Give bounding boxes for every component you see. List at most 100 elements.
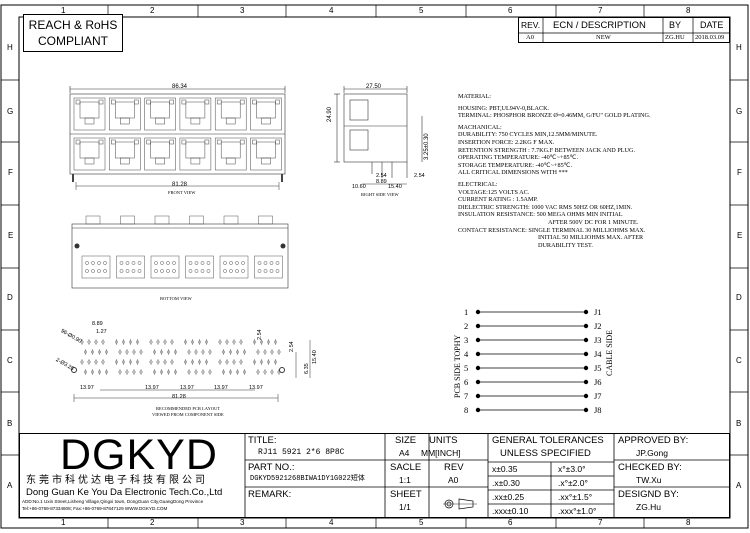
grid-col-label: 7 <box>598 518 603 527</box>
pcb-layout-drawing <box>71 339 311 402</box>
jack-led <box>181 139 187 145</box>
by-header: BY <box>669 20 682 30</box>
jack-port <box>250 97 282 131</box>
pcb-dim-1: 8.89 <box>92 321 103 327</box>
bottom-jack-footprint <box>150 255 180 279</box>
side-dim-bot-a: 10.60 <box>352 184 366 190</box>
jack-pin-label: J6 <box>594 377 602 387</box>
mechanical-title: MACHANICAL: <box>458 123 502 131</box>
material-title: MATERIAL: <box>458 93 491 100</box>
pin-hole <box>137 261 142 265</box>
grid-col-label: 6 <box>508 518 513 527</box>
pin-hole <box>119 269 124 273</box>
grid-row-label: C <box>7 356 13 365</box>
pcb-pin-label: 1 <box>464 307 469 317</box>
pin-hole <box>194 261 199 265</box>
ecn-value: NEW <box>596 34 611 41</box>
grid-col-label: 2 <box>150 6 155 15</box>
jack-led <box>216 99 222 105</box>
jack-latch <box>155 157 165 165</box>
grid-row-label: E <box>737 231 743 240</box>
grid-row-label: B <box>7 419 13 428</box>
pin-hole <box>125 261 130 265</box>
front-view-label: FRONT VIEW <box>168 190 196 195</box>
pin-hole <box>235 261 239 265</box>
bottom-jack-footprint <box>116 255 145 279</box>
pin-hole <box>257 269 262 273</box>
pin-hole <box>172 269 176 273</box>
pin-hole <box>269 269 274 273</box>
jack-port <box>144 97 176 131</box>
pin-hole <box>97 269 101 273</box>
pcb-side-label: PCB SIDE TOPHY <box>453 334 462 398</box>
jack-led <box>146 139 151 145</box>
jack-latch <box>190 157 201 165</box>
jack-port <box>214 97 247 131</box>
jack-pin-label: J7 <box>594 391 602 401</box>
grid-col-label: 4 <box>329 518 334 527</box>
jack-opening <box>185 101 206 119</box>
jack-latch <box>155 117 165 125</box>
jack-led <box>239 99 245 105</box>
scale-value: 1:1 <box>399 475 411 485</box>
jack-led <box>75 139 81 145</box>
pin-hole <box>154 269 158 273</box>
wire-dot <box>475 323 481 329</box>
pin-hole <box>137 269 142 273</box>
jack-led <box>275 99 280 105</box>
part-no-value: DGKYD5921268BIWA1DY1G022短体 <box>250 475 365 483</box>
grid-row-label: F <box>8 168 13 177</box>
pin-hole <box>200 269 205 273</box>
jack-opening <box>115 101 135 119</box>
pin-hole <box>91 261 95 265</box>
tolerance-linear: .x±0.30 <box>492 478 520 488</box>
compliance-line-1: REACH & RoHS <box>28 18 118 32</box>
grid-col-label: 5 <box>419 6 424 15</box>
jack-opening <box>185 141 206 159</box>
bottom-view-label: BOTTOM VIEW <box>160 296 192 301</box>
pin-hole <box>257 261 262 265</box>
jack-opening <box>220 101 241 119</box>
approved-label: APPROVED BY: <box>618 435 689 446</box>
size-value: A4 <box>399 448 410 458</box>
grid-row-label: B <box>736 419 742 428</box>
grid-row-label: H <box>7 43 13 52</box>
pcb-pitch-1: 13.97 <box>80 385 94 391</box>
jack-latch <box>261 117 271 125</box>
grid-row-label: F <box>737 168 742 177</box>
wire-dot <box>583 351 589 357</box>
pcb-pin-label: 8 <box>464 405 469 415</box>
pcb-pin-label: 7 <box>464 391 469 401</box>
pin-hole <box>85 261 89 265</box>
size-label: SIZE <box>395 435 417 446</box>
electrical-line: AFTER 500V DC FOR 1 MINUTE. <box>548 218 639 226</box>
mechanical-line: STORAGE TEMPERATURE: -40℃~+85℃. <box>458 161 573 169</box>
electrical-line: CONTACT RESISTANCE: SINGLE TERMINAL 30 M… <box>458 226 646 234</box>
revision-table <box>518 17 730 43</box>
jack-port <box>144 137 176 171</box>
company-name-en: Dong Guan Ke You Da Electronic Tech.Co.,… <box>26 487 223 498</box>
jack-pin-label: J4 <box>594 349 602 359</box>
wire-dot <box>475 351 481 357</box>
rev-header: REV. <box>521 20 541 30</box>
specifications-block: MATERIAL: HOUSING: PBT,UL94V-0,BLACK. TE… <box>458 93 651 249</box>
bottom-jack-footprint <box>219 255 249 279</box>
tolerance-title-2: UNLESS SPECIFIED <box>500 448 591 459</box>
grid-row-label: E <box>8 231 14 240</box>
jack-pin-label: J5 <box>594 363 602 373</box>
jack-led <box>252 139 257 145</box>
jack-led <box>239 139 245 145</box>
pin-hole <box>275 269 280 273</box>
pin-hole <box>91 269 95 273</box>
pin-hole <box>223 269 227 273</box>
approved-value: JP.Gong <box>636 448 668 458</box>
grid-col-label: 1 <box>61 6 66 15</box>
pin-hole <box>263 261 268 265</box>
jack-led <box>111 99 116 105</box>
electrical-line: DURABILITY TEST. <box>538 241 593 249</box>
pcb-layout-label-1: RECOMMENDED PCB LAYOUT <box>156 406 221 411</box>
company-name-cn: 东莞市科优达电子科技有限公司 <box>26 475 208 486</box>
mechanical-line: DURABILITY: 750 CYCLES MIN,12.5MM/MINUTE… <box>458 131 598 139</box>
jack-pin-label: J2 <box>594 321 602 331</box>
pcb-dim-2: 1.27 <box>96 329 107 335</box>
